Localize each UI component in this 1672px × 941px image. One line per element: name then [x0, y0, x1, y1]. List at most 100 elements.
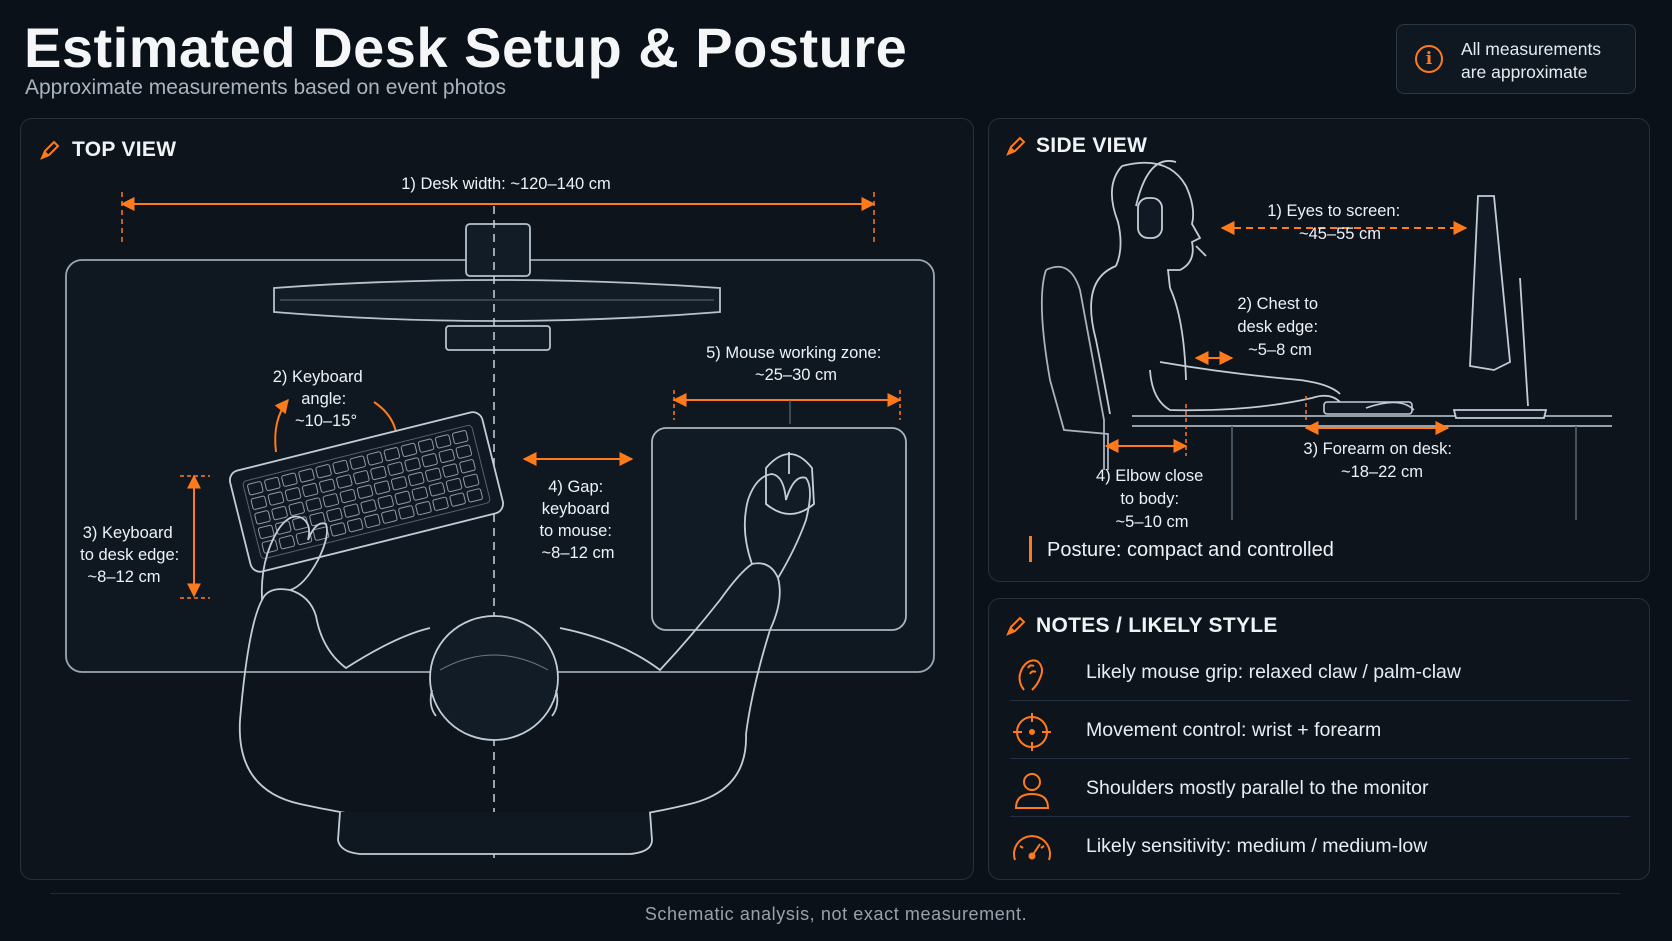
page-subtitle: Approximate measurements based on event … — [25, 76, 506, 99]
keyboard-key — [267, 491, 285, 506]
side-view-title: SIDE VIEW — [1036, 134, 1148, 157]
keyboard-key — [452, 430, 469, 445]
note-divider — [1010, 758, 1630, 759]
keyboard-key — [381, 509, 398, 524]
mouse-side — [1365, 401, 1415, 411]
keyboard-key — [332, 459, 349, 475]
top-view-title: TOP VIEW — [72, 138, 177, 161]
footer-divider — [50, 893, 1620, 894]
keyboard-key — [271, 505, 288, 521]
keyboard-key — [377, 494, 394, 510]
keyboard-angle-label: 2) Keyboard angle: ~10–15° — [273, 368, 367, 430]
keyboard-key — [356, 484, 374, 499]
mouse-zone-label: 5) Mouse working zone: ~25–30 cm — [706, 344, 886, 384]
keyboard-key — [264, 476, 281, 492]
keyboard-key — [261, 539, 278, 554]
keyboard-key — [339, 488, 357, 504]
keyboard-key — [466, 488, 483, 503]
approximate-notice-text: All measurements are approximate — [1461, 39, 1602, 82]
keyboard-key — [398, 505, 415, 520]
keyboard-key — [284, 487, 302, 502]
keyboard-key — [383, 447, 401, 462]
keyboard-edge-label: 3) Keyboard to desk edge: ~8–12 cm — [80, 524, 184, 586]
monitor-side — [1452, 195, 1548, 419]
keyboard-key — [288, 501, 305, 516]
posture-accent-bar — [1029, 536, 1032, 562]
keyboard-key — [428, 482, 446, 497]
note-item: Shoulders mostly parallel to the monitor — [1010, 760, 1630, 816]
keyboard-key — [281, 472, 298, 487]
keyboard-key — [326, 507, 343, 522]
chair-side — [1040, 265, 1109, 470]
person-top-view — [238, 473, 811, 855]
mouse-pad — [651, 427, 907, 631]
keyboard-key — [346, 518, 364, 533]
keyboard-key — [275, 520, 292, 535]
note-divider — [1010, 816, 1630, 817]
note-item: Movement control: wrist + forearm — [1010, 702, 1630, 758]
keyboard-key — [278, 535, 296, 550]
keyboard-key — [360, 499, 377, 514]
gauge-icon — [1013, 835, 1051, 861]
forearm-label: 3) Forearm on desk: ~18–22 cm — [1303, 440, 1456, 481]
keyboard-key — [415, 501, 432, 516]
keyboard-key — [250, 495, 268, 510]
note-divider — [1010, 700, 1630, 701]
chest-desk-label: 2) Chest to desk edge: ~5–8 cm — [1237, 295, 1322, 359]
keyboard-key — [353, 470, 370, 485]
keyboard-key — [315, 464, 332, 479]
pencil-icon — [40, 140, 60, 160]
keyboard-key — [449, 492, 466, 507]
keyboard-key — [387, 461, 404, 476]
keyboard-key — [343, 503, 360, 518]
note-item: Likely sensitivity: medium / medium-low — [1010, 818, 1630, 874]
keyboard-key — [434, 434, 452, 449]
keyboard-key — [254, 510, 271, 525]
keyboard-key — [373, 480, 391, 495]
keyboard-key — [370, 465, 387, 481]
footer-note: Schematic analysis, not exact measuremen… — [644, 904, 1028, 924]
keyboard-key — [336, 474, 353, 489]
mouse-top — [765, 452, 815, 515]
note-text: Likely sensitivity: medium / medium-low — [1086, 835, 1428, 857]
hand-grip-icon — [1018, 659, 1043, 691]
keyboard-key — [295, 530, 313, 546]
note-text: Movement control: wrist + forearm — [1086, 719, 1382, 741]
page-title: Estimated Desk Setup & Posture — [24, 16, 908, 79]
keyboard-key — [364, 513, 381, 529]
elbow-label: 4) Elbow close to body: ~5–10 cm — [1096, 467, 1208, 531]
keyboard-key — [305, 497, 322, 512]
note-text: Shoulders mostly parallel to the monitor — [1086, 777, 1429, 799]
keyboard-key — [411, 486, 429, 501]
keyboard-key — [455, 444, 473, 459]
keyboard-key — [404, 457, 421, 472]
posture-label: Posture: compact and controlled — [1047, 539, 1334, 561]
keyboard-key — [257, 524, 275, 540]
keyboard-key — [301, 482, 319, 498]
keyboard-key — [417, 438, 435, 453]
keyboard-key — [390, 476, 408, 491]
keyboard-key — [459, 459, 476, 474]
keyboard-key — [400, 442, 418, 458]
keyboard-key — [247, 481, 264, 496]
keyboard-key — [366, 451, 384, 466]
desk-width-label: 1) Desk width: ~120–140 cm — [401, 175, 611, 193]
keyboard-key — [319, 478, 336, 493]
keyboard-key — [322, 493, 340, 508]
notes-panel — [988, 598, 1650, 880]
keyboard-key — [438, 448, 455, 464]
info-icon: i — [1415, 45, 1443, 73]
notes-title: NOTES / LIKELY STYLE — [1036, 614, 1278, 637]
gap-label: 4) Gap: keyboard to mouse: ~8–12 cm — [539, 478, 616, 562]
keyboard-top — [228, 411, 504, 573]
note-item: Likely mouse grip: relaxed claw / palm-c… — [1010, 644, 1630, 700]
keyboard-key — [298, 468, 315, 483]
pencil-icon — [1006, 136, 1026, 156]
keyboard-key — [408, 471, 425, 487]
pencil-icon — [1006, 616, 1026, 636]
keyboard-key — [394, 490, 411, 505]
keyboard-key — [432, 496, 449, 511]
keyboard-key — [445, 477, 463, 493]
eyes-screen-label: 1) Eyes to screen: ~45–55 cm — [1267, 202, 1405, 243]
